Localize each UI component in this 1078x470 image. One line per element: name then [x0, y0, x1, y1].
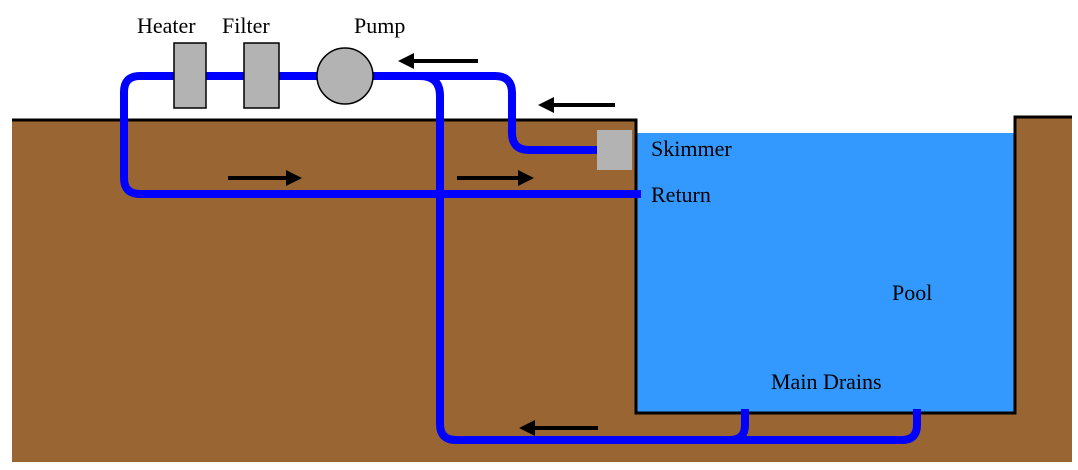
ground: [12, 117, 1072, 462]
ground-outline: [12, 115, 1072, 415]
skimmer: [597, 130, 632, 170]
return-pipe: [120, 72, 641, 198]
return-label: Return: [651, 182, 711, 207]
pool-water: [636, 133, 1015, 413]
heater-label: Heater: [137, 13, 196, 38]
pump: [316, 47, 374, 105]
skimmer-label: Skimmer: [651, 136, 732, 161]
filter: [243, 42, 280, 109]
heater: [173, 42, 207, 109]
pump-label: Pump: [354, 13, 405, 38]
filter-label: Filter: [222, 13, 270, 38]
flow-arrows: [228, 53, 615, 436]
suction-pipe: [140, 72, 600, 154]
drain-branch-pipe: [729, 409, 749, 444]
pipes: [120, 72, 921, 444]
main-drains-label: Main Drains: [771, 369, 882, 394]
pool-label: Pool: [892, 280, 932, 305]
drain-pipe: [419, 72, 921, 444]
